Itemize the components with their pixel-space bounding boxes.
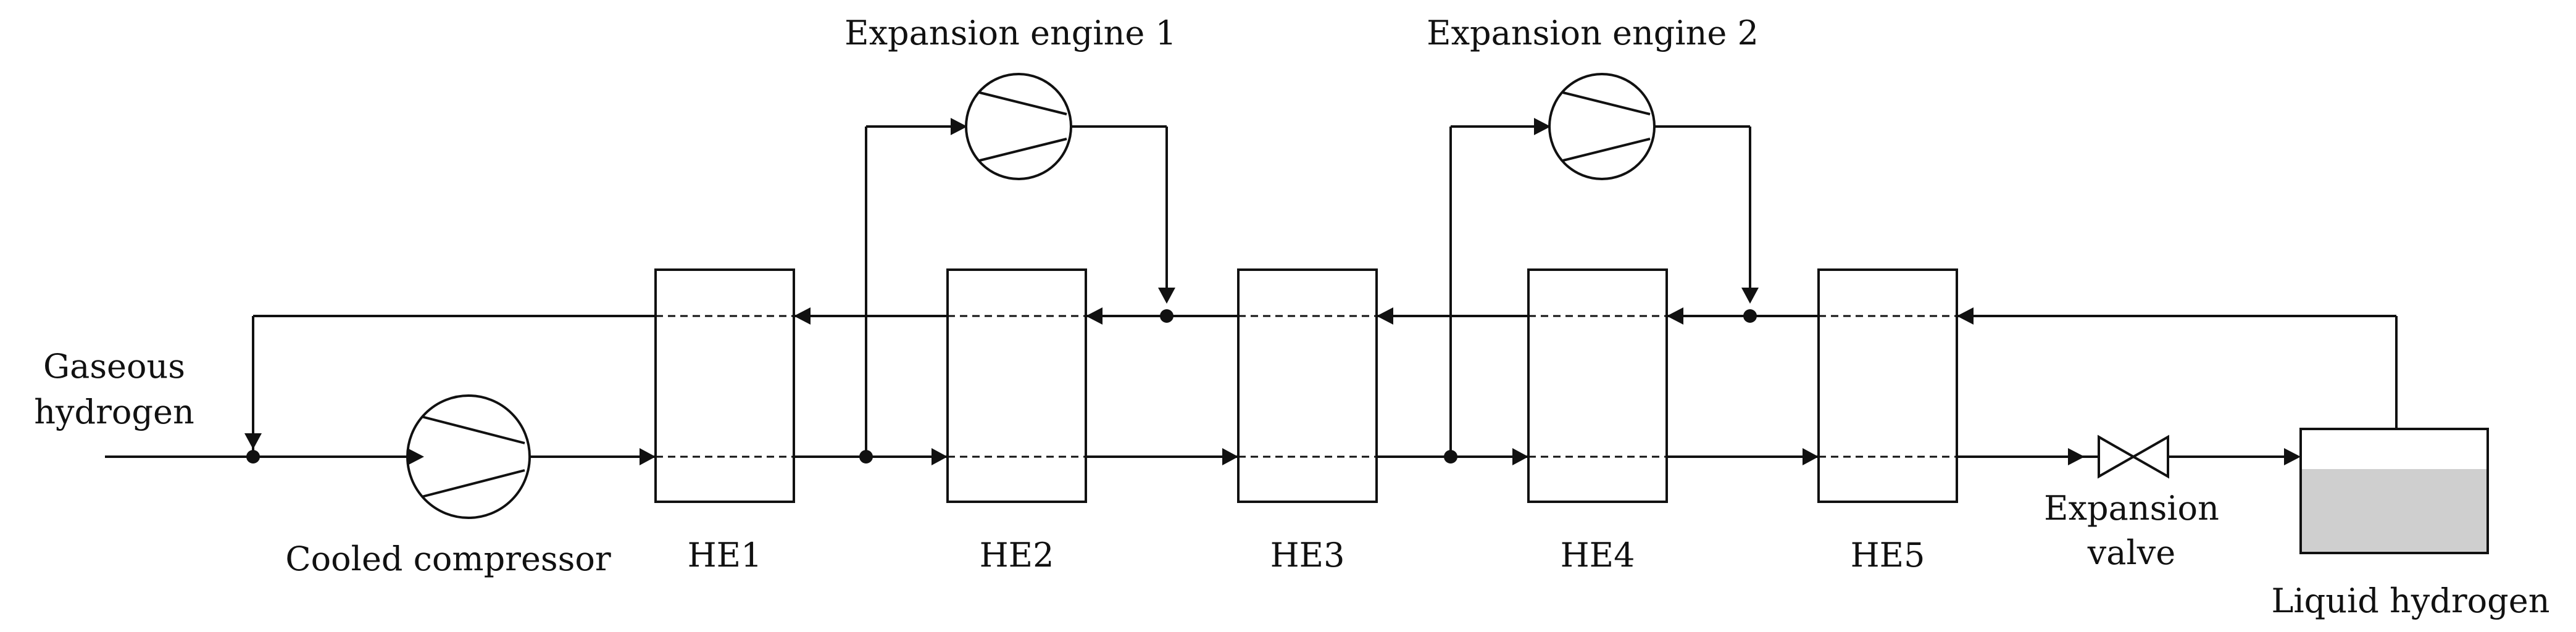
junction-dot [1444, 450, 1457, 464]
expansion-valve [2098, 434, 2169, 479]
arrowheads-upper [794, 307, 1974, 325]
label-expansion-engine-2: Expansion engine 2 [1427, 14, 1759, 52]
arrowheads-branch [244, 118, 1759, 449]
heat-exchanger-he2 [946, 268, 1087, 503]
arrowheads-lower [407, 448, 2301, 465]
label-he5: HE5 [1851, 536, 1925, 575]
label-gaseous-hydrogen-line1: Gaseous [43, 347, 185, 386]
label-expansion-valve-line1: Expansion [2044, 489, 2219, 528]
heat-exchanger-he1 [654, 268, 795, 503]
label-expansion-valve-line2: valve [2087, 533, 2175, 572]
junctions [246, 309, 1757, 464]
label-he3: HE3 [1270, 536, 1345, 575]
junction-dot [246, 450, 260, 464]
junction-dot [1160, 309, 1173, 323]
branch-expansion-engine-1 [865, 125, 1168, 457]
label-expansion-engine-1: Expansion engine 1 [844, 14, 1177, 52]
expansion-engine-1 [965, 73, 1072, 180]
liquid-hydrogen-tank [2299, 428, 2489, 554]
heat-exchanger-he3 [1237, 268, 1378, 503]
label-cooled-compressor: Cooled compressor [285, 539, 611, 578]
heat-exchanger-he5 [1817, 268, 1958, 503]
label-gaseous-hydrogen-line2: hydrogen [34, 393, 194, 431]
label-he1: HE1 [688, 536, 762, 575]
heat-exchanger-he4 [1527, 268, 1668, 503]
junction-dot [859, 450, 873, 464]
label-he4: HE4 [1561, 536, 1635, 575]
junction-dot [1743, 309, 1757, 323]
cooled-compressor [406, 394, 531, 519]
label-he2: HE2 [980, 536, 1054, 575]
branch-expansion-engine-2 [1449, 125, 1751, 457]
expansion-engine-2 [1548, 73, 1656, 180]
label-liquid-hydrogen: Liquid hydrogen [2272, 581, 2550, 620]
liquid-level [2301, 469, 2488, 553]
